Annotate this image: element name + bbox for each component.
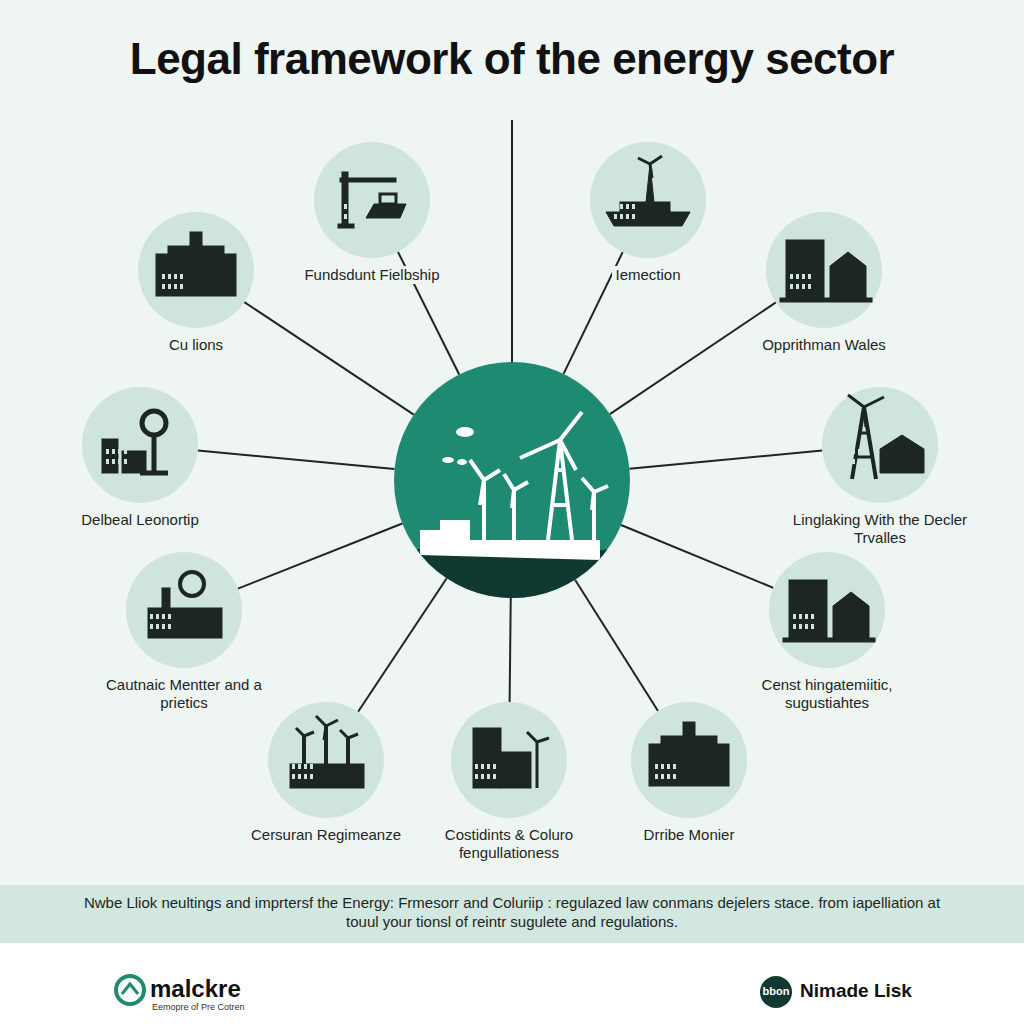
leader-lines xyxy=(198,120,823,712)
concept-circle xyxy=(82,387,198,503)
concept-node: Fundsdunt Fielbship xyxy=(272,142,472,284)
concept-node: Linglaking With the Decler Trvalles xyxy=(780,387,980,547)
footer-label: malckre xyxy=(150,975,241,1003)
concept-icon xyxy=(590,142,706,258)
concept-icon xyxy=(82,387,198,503)
footer-band xyxy=(0,943,1024,1024)
node-label: Linglaking With the Decler Trvalles xyxy=(782,511,978,547)
node-label: Censt hingatemiitic, sugustiahtes xyxy=(729,676,925,712)
hub-turbines xyxy=(470,412,608,545)
footer-label: bbon xyxy=(760,985,792,997)
concept-circle xyxy=(631,702,747,818)
concept-circle xyxy=(126,552,242,668)
concept-circle xyxy=(766,212,882,328)
concept-circle xyxy=(268,702,384,818)
leader-line xyxy=(610,302,776,414)
concept-node: Drribe Monier xyxy=(589,702,789,844)
concept-circle xyxy=(314,142,430,258)
concept-node: Censt hingatemiitic, sugustiahtes xyxy=(727,552,927,712)
hub-factory xyxy=(420,520,600,560)
concept-icon xyxy=(631,702,747,818)
concept-node: Cautnaic Mentter and a prietics xyxy=(84,552,284,712)
node-label: Iemection xyxy=(612,266,683,284)
concept-circle xyxy=(590,142,706,258)
concept-node: Opprithman Wales xyxy=(724,212,924,354)
concept-icon xyxy=(126,552,242,668)
hub-birds xyxy=(442,427,474,465)
leader-line xyxy=(358,578,447,711)
leader-line xyxy=(575,580,658,711)
leader-line xyxy=(244,302,413,415)
concept-icon xyxy=(451,702,567,818)
concept-node: Costidints & Coluro fengullationess xyxy=(409,702,609,862)
caption-band xyxy=(0,885,1024,943)
node-label: Drribe Monier xyxy=(641,826,738,844)
concept-icon xyxy=(268,702,384,818)
leader-line xyxy=(621,525,773,588)
node-label: Costidints & Coluro fengullationess xyxy=(411,826,607,862)
caption: Nwbe Lliok neultings and imprtersf the E… xyxy=(80,893,944,931)
concept-icon xyxy=(766,212,882,328)
node-label: Cersuran Regimeanze xyxy=(248,826,404,844)
concept-circle xyxy=(822,387,938,503)
diagram-title: Legal framework of the energy sector xyxy=(0,34,1024,84)
node-label: Opprithman Wales xyxy=(759,336,889,354)
node-label: Delbeal Leonortip xyxy=(78,511,202,529)
concept-circle xyxy=(451,702,567,818)
leader-line xyxy=(510,598,511,702)
leader-line xyxy=(238,523,402,588)
concept-circle xyxy=(769,552,885,668)
footer-label: Nimade Lisk xyxy=(800,980,912,1002)
footer-label: Eemopre of Pre Cotren xyxy=(152,1002,245,1012)
leader-line xyxy=(629,450,822,468)
concept-icon xyxy=(314,142,430,258)
concept-node: Cu lions xyxy=(96,212,296,354)
leader-line xyxy=(198,450,395,469)
leader-line xyxy=(511,120,513,362)
concept-node: Iemection xyxy=(548,142,748,284)
node-label: Fundsdunt Fielbship xyxy=(301,266,442,284)
hub-illustration xyxy=(380,362,650,620)
concept-icon xyxy=(822,387,938,503)
concept-icon xyxy=(138,212,254,328)
node-label: Cautnaic Mentter and a prietics xyxy=(86,676,282,712)
concept-circle xyxy=(138,212,254,328)
concept-node: Cersuran Regimeanze xyxy=(226,702,426,844)
concept-icon xyxy=(769,552,885,668)
concept-node: Delbeal Leonortip xyxy=(40,387,240,529)
node-label: Cu lions xyxy=(166,336,226,354)
